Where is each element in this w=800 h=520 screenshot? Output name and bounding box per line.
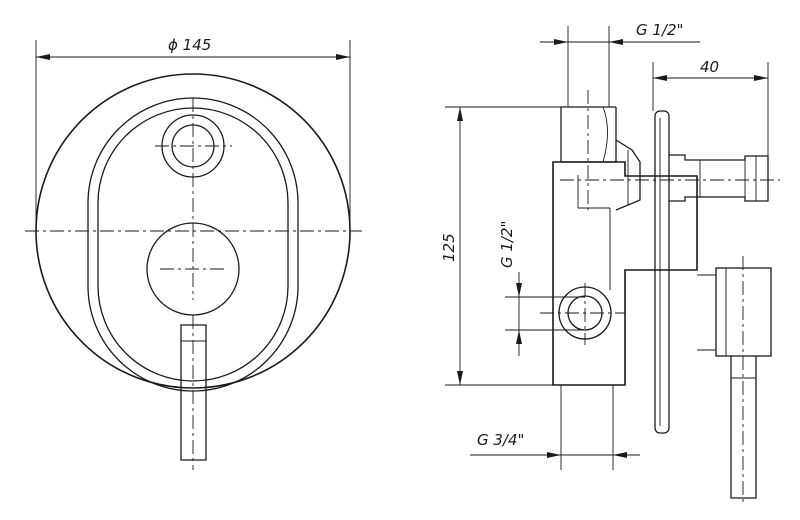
height-label: 125	[440, 233, 458, 262]
lever-stem	[730, 356, 757, 499]
diverter-spindle	[669, 154, 769, 202]
front-view: ϕ 145	[25, 36, 362, 470]
side-connection-dimension: G 1/2"	[498, 221, 585, 356]
diameter-label: ϕ 145	[168, 36, 211, 54]
lever-handle	[180, 324, 207, 461]
top-connection-label: G 1/2"	[636, 21, 683, 39]
top-connection-dimension: G 1/2"	[540, 21, 700, 107]
height-dimension: 125	[440, 106, 561, 386]
lever-body	[715, 267, 772, 357]
side-plate	[654, 110, 670, 434]
side-view: 125 G 1/2" 40 G 1/2"	[440, 21, 780, 505]
depth-label: 40	[700, 58, 719, 76]
top-inlet-fitting	[560, 106, 617, 163]
bottom-connection-dimension: G 3/4"	[470, 385, 640, 470]
depth-dimension: 40	[652, 58, 769, 156]
bottom-connection-label: G 3/4"	[477, 431, 524, 449]
side-connection-label: G 1/2"	[498, 221, 516, 268]
diameter-dimension: ϕ 145	[35, 36, 351, 231]
valve-body	[552, 161, 698, 386]
